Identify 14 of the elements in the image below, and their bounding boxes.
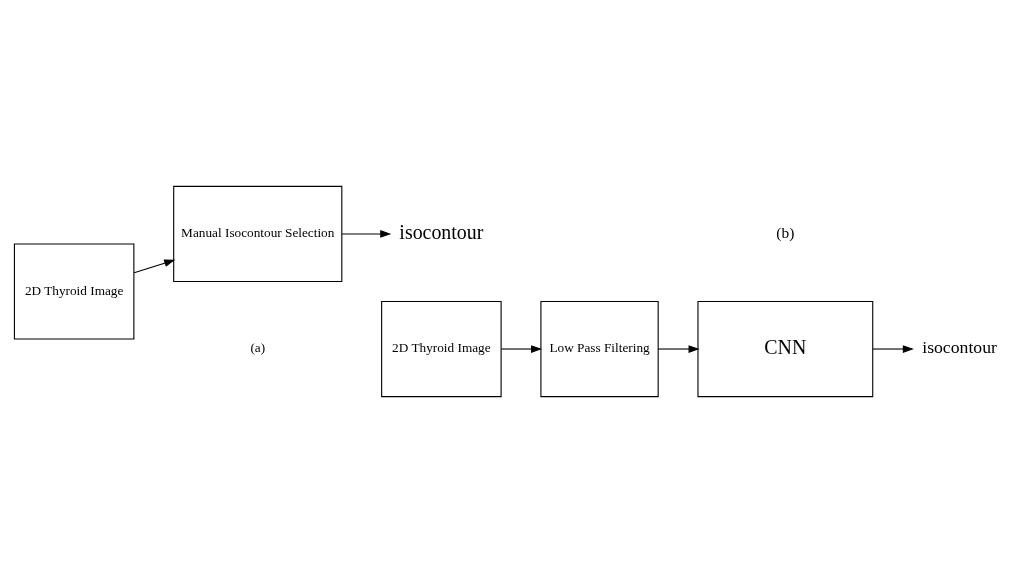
node-box: CNN <box>697 300 874 397</box>
arrow <box>500 344 543 353</box>
node-box: Low Pass Filtering <box>540 300 659 397</box>
arrow <box>133 258 176 273</box>
arrow <box>657 344 700 353</box>
node-box: 2D Thyroid Image <box>13 242 135 340</box>
node-box: Manual Isocontour Selection <box>173 185 343 282</box>
node-text: isocontour <box>399 220 484 243</box>
arrow <box>341 229 392 238</box>
arrow <box>872 344 914 353</box>
label: (b) <box>776 223 795 241</box>
node-text: isocontour <box>922 336 997 357</box>
label: (a) <box>250 339 266 355</box>
node-box: 2D Thyroid Image <box>381 300 502 397</box>
